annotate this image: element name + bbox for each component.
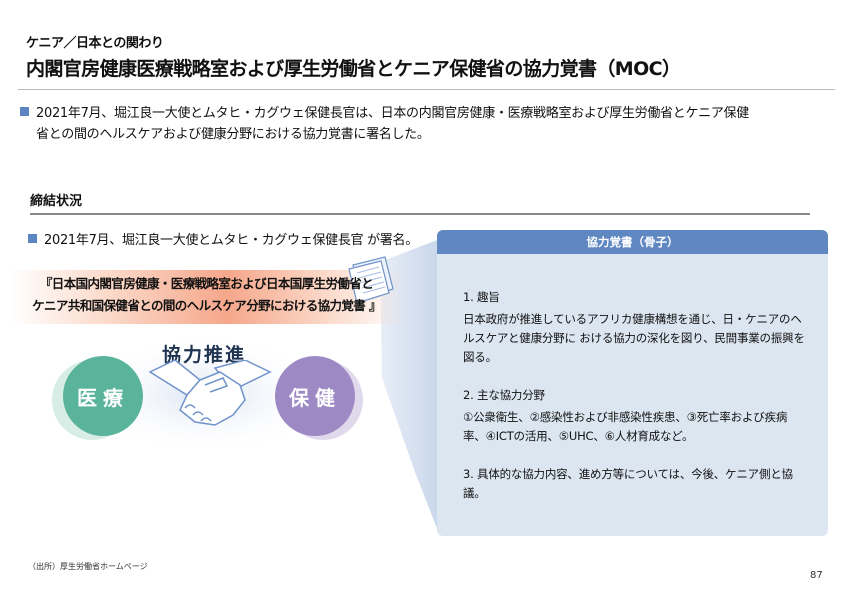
moc-section-heading: 1. 趣旨	[463, 290, 500, 304]
lead-paragraph: 2021年7月、堀江良一大使とムタヒ・カグウェ保健長官は、日本の内閣官房健康・医…	[20, 103, 830, 145]
agreement-highlight	[10, 270, 405, 324]
moc-section-purpose: 1. 趣旨 日本政府が推進しているアフリカ健康構想を通じ、日・ケニアのヘルスケア…	[463, 288, 808, 367]
moc-panel-body: 1. 趣旨 日本政府が推進しているアフリカ健康構想を通じ、日・ケニアのヘルスケア…	[437, 254, 828, 503]
medical-label: 医療	[77, 385, 129, 410]
signing-bullet: 2021年7月、堀江良一大使とムタヒ・カグウェ保健長官 が署名。	[28, 229, 418, 248]
moc-panel-header: 協力覚書（骨子）	[437, 230, 828, 254]
section-divider	[30, 213, 810, 215]
agreement-line-2: ケニア共和国保健省との間のヘルスケア分野における協力覚書 』	[32, 298, 381, 313]
bullet-square-icon	[28, 234, 37, 243]
health-circle: 保健	[275, 356, 355, 436]
title-divider	[18, 89, 835, 90]
source-note: （出所）厚生労働省ホームページ	[28, 562, 148, 571]
breadcrumb: ケニア／日本との関わり	[26, 36, 164, 51]
bullet-square-icon	[20, 107, 29, 116]
section-title-signing: 締結状況	[30, 194, 83, 209]
health-label: 保健	[289, 385, 341, 410]
medical-circle: 医療	[63, 356, 143, 436]
moc-section-body: 3. 具体的な協力内容、進め方等については、今後、ケニア側と協議。	[463, 467, 793, 500]
agreement-title: 『日本国内閣官房健康・医療戦略室および日本国厚生労働省と ケニア共和国保健省との…	[4, 273, 409, 317]
lead-line-1: 2021年7月、堀江良一大使とムタヒ・カグウェ保健長官は、日本の内閣官房健康・医…	[36, 106, 749, 121]
cooperation-label: 協力推進	[162, 344, 247, 366]
page-number: 87	[810, 570, 823, 581]
document-icon	[348, 256, 394, 304]
moc-panel: 協力覚書（骨子） 1. 趣旨 日本政府が推進しているアフリカ健康構想を通じ、日・…	[437, 230, 828, 536]
moc-section-details: 3. 具体的な協力内容、進め方等については、今後、ケニア側と協議。	[463, 465, 808, 503]
moc-section-fields: 2. 主な協力分野 ①公衆衛生、②感染性および非感染性疾患、③死亡率および疾病率…	[463, 386, 808, 446]
moc-section-heading: 2. 主な協力分野	[463, 388, 545, 402]
signing-text: 2021年7月、堀江良一大使とムタヒ・カグウェ保健長官 が署名。	[44, 233, 418, 248]
moc-section-body: ①公衆衛生、②感染性および非感染性疾患、③死亡率および疾病率、④ICTの活用、⑤…	[463, 410, 788, 443]
handshake-icon	[148, 360, 272, 426]
moc-section-body: 日本政府が推進しているアフリカ健康構想を通じ、日・ケニアのヘルスケアと健康分野に…	[463, 312, 805, 364]
agreement-line-1: 『日本国内閣官房健康・医療戦略室および日本国厚生労働省と	[39, 276, 374, 291]
lead-line-2: 省との間のヘルスケアおよび健康分野における協力覚書に署名した。	[36, 127, 430, 142]
page-title: 内閣官房健康医療戦略室および厚生労働省とケニア保健省の協力覚書（MOC）	[26, 58, 681, 80]
